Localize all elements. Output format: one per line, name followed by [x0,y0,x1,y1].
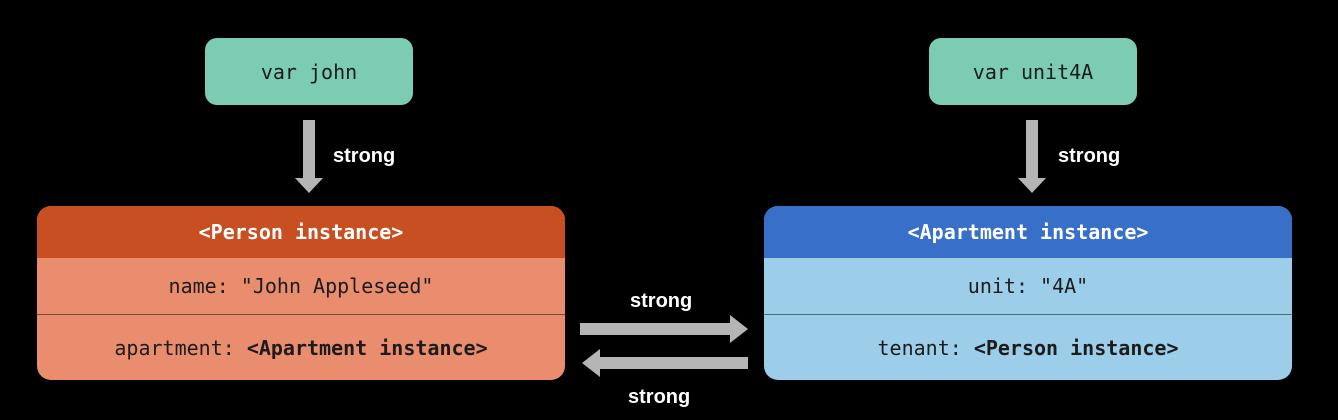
apartment-divider [764,314,1292,315]
label-person-to-apartment-strong: strong [630,290,693,312]
variable-john: var john [205,38,413,105]
variable-john-label: var john [260,59,358,84]
arrow-unit4a-to-apartment [1018,120,1046,193]
apartment-instance-box: <Apartment instance> unit: "4A" tenant: … [764,206,1292,380]
label-apartment-to-person-strong: strong [628,386,691,408]
apartment-unit-row: unit: "4A" [967,274,1089,298]
person-name-row: name: "John Appleseed" [168,274,434,298]
apartment-tenant-value: <Person instance> [973,335,1179,360]
person-instance-box: <Person instance> name: "John Appleseed"… [37,206,565,380]
person-apartment-row: apartment: <Apartment instance> [37,315,565,380]
arrow-john-to-person [295,120,323,193]
variable-unit4a-label: var unit4A [972,59,1094,84]
person-apartment-key: apartment: [114,335,247,360]
arrow-person-to-apartment [580,315,748,343]
person-apartment-value: <Apartment instance> [246,335,488,360]
apartment-tenant-key: tenant: [877,335,974,360]
person-divider [37,314,565,315]
person-instance-header: <Person instance> [37,206,565,258]
label-unit4a-strong: strong [1058,145,1121,167]
apartment-instance-header: <Apartment instance> [764,206,1292,258]
variable-unit4a: var unit4A [929,38,1137,105]
arrow-apartment-to-person [582,349,748,377]
label-john-strong: strong [333,145,396,167]
apartment-tenant-row: tenant: <Person instance> [764,315,1292,380]
